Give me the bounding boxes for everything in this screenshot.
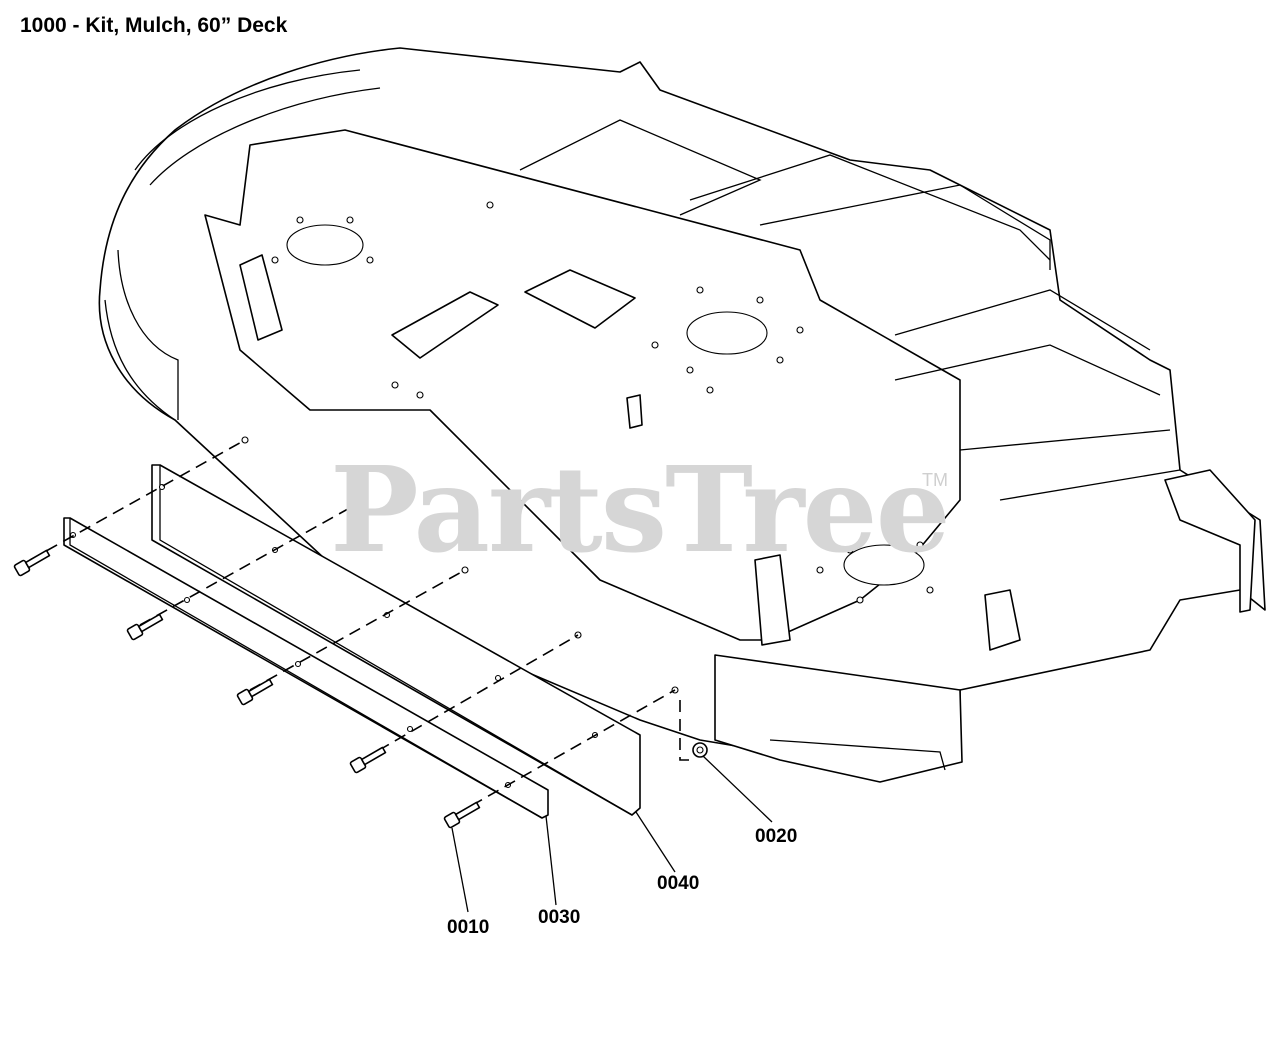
assembly-lines	[29, 439, 695, 816]
watermark-trademark: TM	[922, 470, 948, 490]
part-0010-bolts[interactable]	[13, 548, 481, 829]
deck-mounting-holes	[241, 201, 934, 694]
callout-0010[interactable]: 0010	[447, 917, 490, 938]
watermark: PartsTree	[330, 440, 951, 579]
part-0030-holes	[69, 531, 512, 789]
part-0040-holes	[158, 483, 599, 739]
callout-leaders	[451, 755, 773, 913]
mower-deck	[98, 47, 1266, 783]
callout-0030[interactable]: 0030	[538, 907, 581, 928]
callout-0040[interactable]: 0040	[657, 873, 700, 894]
diagram-title: 1000 - Kit, Mulch, 60” Deck	[20, 14, 288, 37]
callout-0020[interactable]: 0020	[755, 826, 798, 847]
part-0020-nut[interactable]	[692, 742, 708, 758]
